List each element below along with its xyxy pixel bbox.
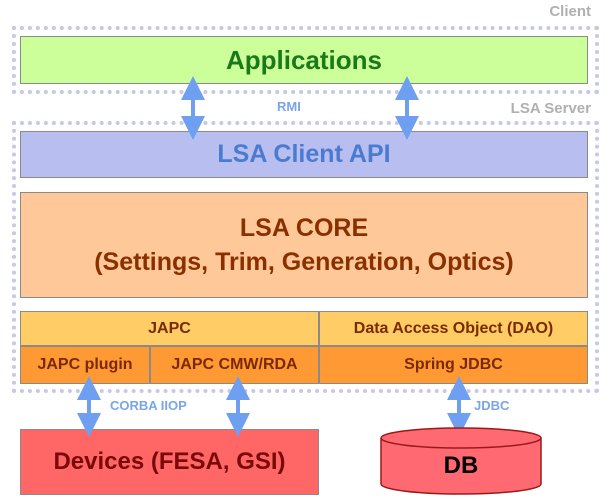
db-label: DB	[443, 452, 479, 479]
japc-label: JAPC	[148, 319, 191, 337]
japc-cmw-box: JAPC CMW/RDA	[150, 346, 319, 384]
dao-box: Data Access Object (DAO)	[319, 311, 588, 346]
client-zone	[12, 26, 599, 94]
server-zone	[12, 121, 599, 393]
japc-plugin-box: JAPC plugin	[20, 346, 150, 384]
client-api-box: LSA Client API	[20, 131, 588, 178]
rmi-label: RMI	[277, 99, 301, 114]
japc-cmw-label: JAPC CMW/RDA	[171, 356, 298, 373]
japc-plugin-label: JAPC plugin	[37, 356, 133, 373]
applications-box: Applications	[20, 36, 588, 84]
corba-label: CORBA IIOP	[110, 398, 187, 413]
client-zone-label: Client	[549, 3, 591, 20]
japc-box: JAPC	[20, 311, 319, 346]
core-subtitle: (Settings, Trim, Generation, Optics)	[94, 248, 514, 276]
spring-jdbc-box: Spring JDBC	[319, 346, 588, 384]
spring-jdbc-label: Spring JDBC	[404, 356, 503, 373]
core-box: LSA CORE (Settings, Trim, Generation, Op…	[20, 192, 588, 298]
devices-label: Devices (FESA, GSI)	[53, 448, 286, 475]
core-title: LSA CORE	[239, 214, 369, 242]
devices-box: Devices (FESA, GSI)	[20, 429, 319, 495]
server-zone-label: LSA Server	[510, 100, 591, 117]
client-api-label: LSA Client API	[217, 140, 391, 168]
dao-label: Data Access Object (DAO)	[353, 319, 554, 337]
jdbc-label: JDBC	[474, 398, 510, 413]
applications-label: Applications	[225, 44, 382, 75]
